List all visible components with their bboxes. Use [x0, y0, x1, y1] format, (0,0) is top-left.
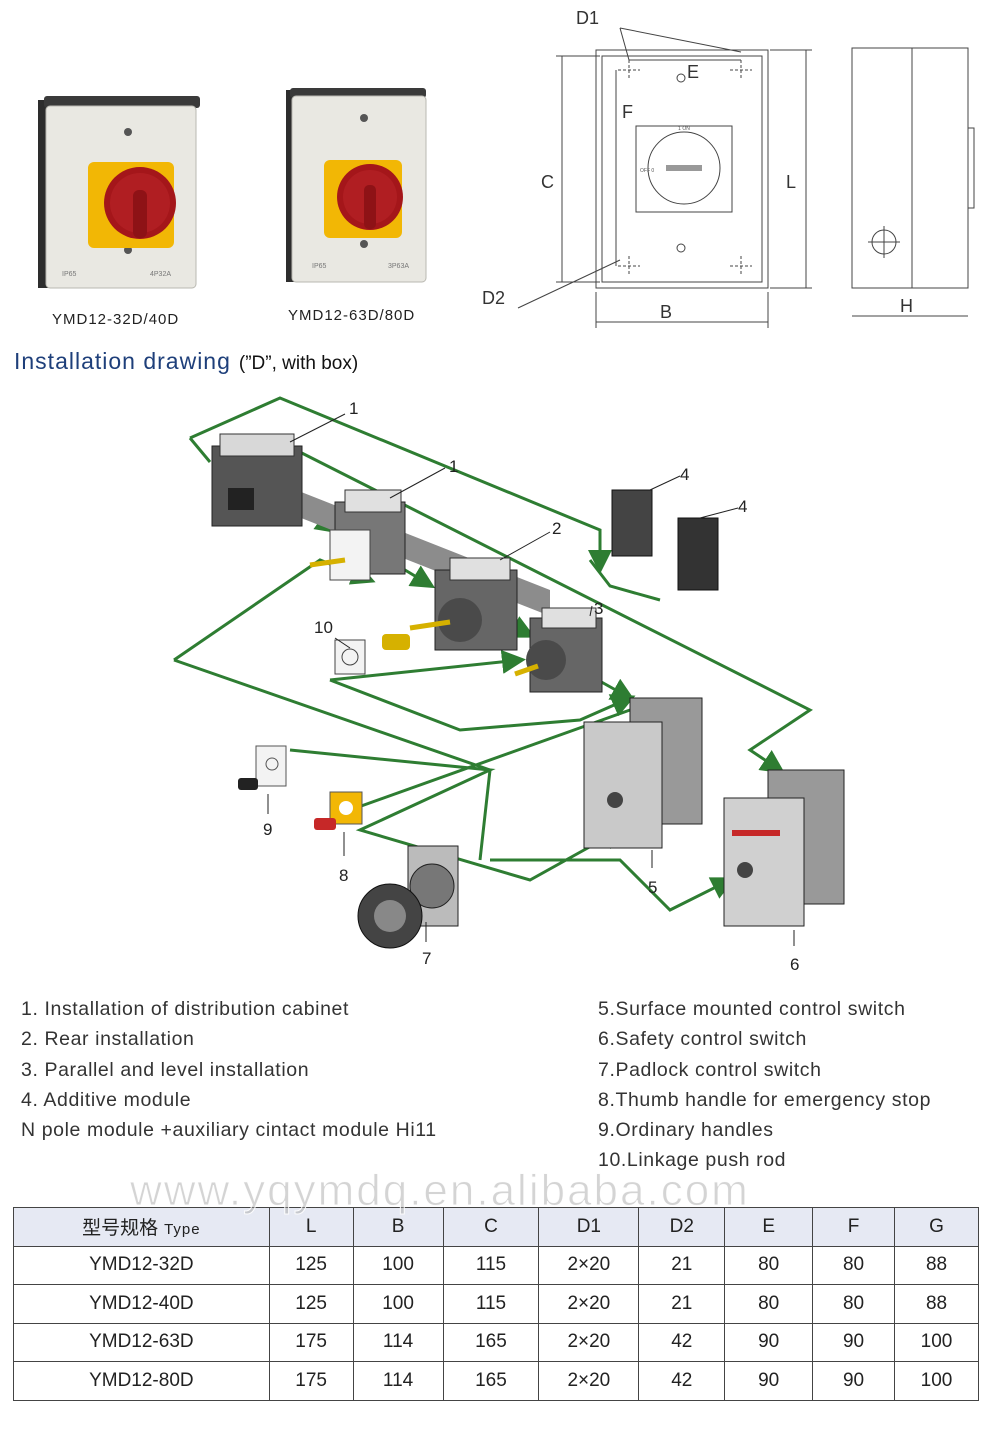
svg-text:2: 2	[552, 519, 561, 538]
product-photos: IP65 4P32A IP65 3P63A	[38, 88, 427, 289]
legend-item: 6.Safety control switch	[598, 1028, 807, 1051]
legend-right: 5.Surface mounted control switch 6.Safet…	[598, 994, 931, 1176]
switch-module-2-icon	[409, 557, 518, 651]
svg-text:H: H	[900, 296, 913, 316]
svg-text:D2: D2	[482, 288, 505, 308]
section-subtitle: (”D”, with box)	[238, 353, 359, 374]
svg-text:B: B	[660, 302, 672, 322]
svg-text:7: 7	[422, 949, 431, 968]
header-cell: D2	[638, 1207, 726, 1247]
header-cell: E	[724, 1207, 814, 1247]
padlock-handle-icon	[357, 845, 459, 949]
surface-enclosure-icon	[583, 697, 703, 849]
installation-diagram: 1 1 2 3 4 4 5 6 7 8 9 10	[173, 396, 845, 974]
svg-text:5: 5	[648, 878, 657, 897]
svg-text:4: 4	[680, 465, 689, 484]
emergency-handle-icon	[314, 791, 363, 830]
svg-text:4: 4	[738, 497, 747, 516]
svg-text:IP65: IP65	[312, 263, 327, 270]
svg-text:6: 6	[790, 955, 799, 974]
svg-text:OFF 0: OFF 0	[640, 168, 654, 174]
switch-module-rear-icon	[309, 489, 406, 581]
push-rod-icon	[334, 634, 410, 675]
header-cell: D1	[538, 1207, 640, 1247]
product-caption-32d: YMD12-32D/40D	[52, 311, 180, 328]
svg-text:1 ON: 1 ON	[678, 126, 690, 132]
svg-text:IP65: IP65	[62, 271, 77, 278]
svg-text:1: 1	[349, 399, 358, 418]
legend-item: 5.Surface mounted control switch	[598, 998, 906, 1020]
switch-module-1-icon	[211, 433, 303, 527]
svg-text:C: C	[541, 172, 554, 192]
svg-text:L: L	[786, 172, 796, 192]
legend-item: 9.Ordinary handles	[598, 1119, 774, 1142]
header-cell: C	[442, 1207, 540, 1247]
header-cell: F	[812, 1207, 896, 1247]
svg-text:8: 8	[339, 866, 348, 885]
svg-text:1: 1	[449, 457, 458, 476]
switch-module-3-icon	[514, 607, 603, 693]
safety-enclosure-icon	[723, 769, 845, 927]
svg-text:3P63A: 3P63A	[388, 263, 409, 270]
legend-item: 3. Parallel and level installation	[21, 1058, 310, 1081]
ordinary-handle-icon	[238, 745, 287, 790]
svg-text:10: 10	[314, 618, 333, 637]
section-title-text: Installation drawing	[14, 348, 231, 374]
legend-item: 2. Rear installation	[21, 1028, 195, 1051]
legend-left: 1. Installation of distribution cabinet …	[21, 994, 437, 1145]
additive-module-icon	[611, 489, 719, 591]
svg-text:3: 3	[594, 599, 603, 618]
svg-text:4P32A: 4P32A	[150, 271, 171, 278]
header-cell: G	[894, 1207, 979, 1247]
switch-box-63d-image: IP65 3P63A	[286, 88, 427, 283]
legend-item: 8.Thumb handle for emergency stop	[598, 1088, 932, 1111]
legend-item: 10.Linkage push rod	[598, 1149, 787, 1172]
svg-text:D1: D1	[576, 8, 599, 28]
product-caption-63d: YMD12-63D/80D	[288, 307, 416, 324]
legend-item: 4. Additive module	[21, 1088, 192, 1111]
svg-text:9: 9	[263, 820, 272, 839]
legend-item: 7.Padlock control switch	[598, 1058, 822, 1081]
legend-item: 1. Installation of distribution cabinet	[21, 998, 350, 1020]
svg-text:F: F	[622, 102, 633, 122]
svg-text:E: E	[687, 62, 699, 82]
header-cell: L	[268, 1207, 354, 1247]
section-title: Installation drawing (”D”, with box)	[14, 348, 358, 375]
legend-item: N pole module +auxiliary cintact module …	[21, 1119, 437, 1142]
switch-box-32d-image: IP65 4P32A	[38, 96, 200, 289]
watermark: www.yqymdq.en.alibaba.com	[130, 1166, 750, 1216]
dimension-drawing: D1 E F C L D2 B H 1 ON OFF 0	[482, 8, 975, 328]
